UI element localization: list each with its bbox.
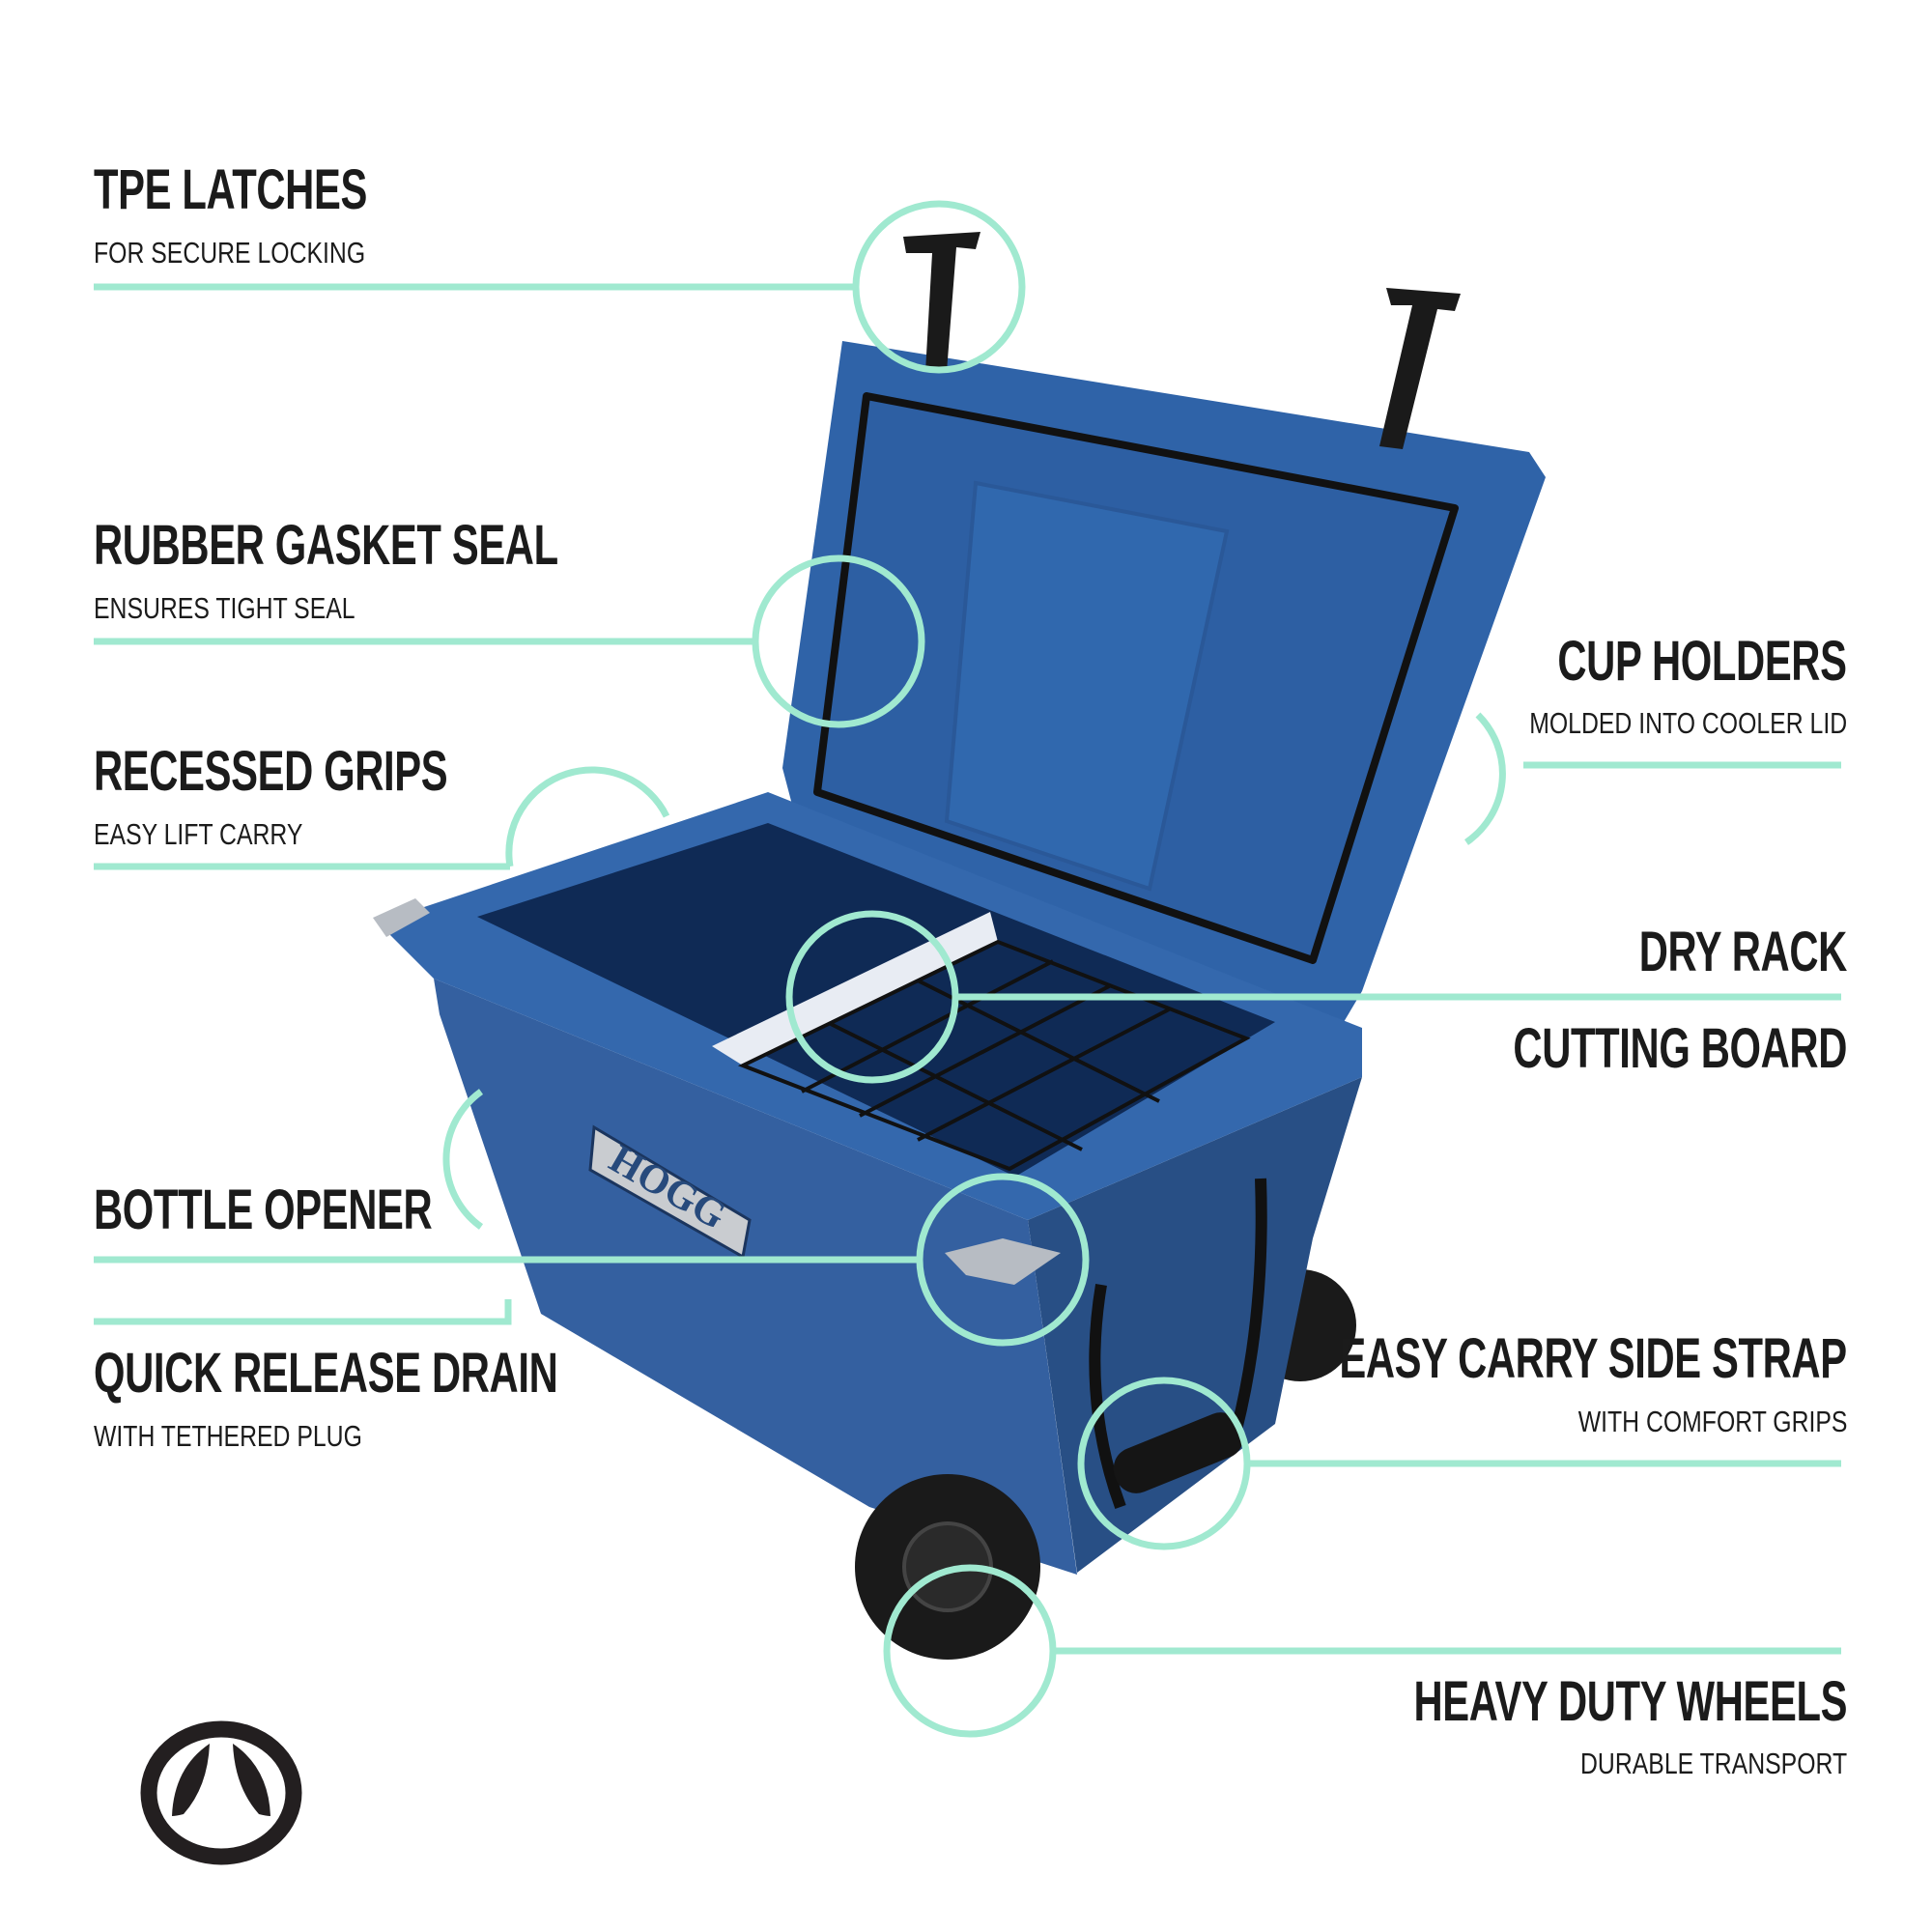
callout-circle-latches bbox=[852, 200, 1026, 374]
tpe-latches-subtitle: FOR SECURE LOCKING bbox=[94, 236, 366, 270]
cooler-side bbox=[1028, 1077, 1362, 1573]
grips-subtitle: EASY LIFT CARRY bbox=[94, 817, 303, 851]
callout-circle-gasket bbox=[752, 554, 925, 728]
tpe-latches-title: TPE LATCHES bbox=[94, 158, 367, 221]
callout-circles bbox=[442, 200, 1506, 1738]
callout-lines bbox=[94, 283, 1841, 1655]
side-strap-title: EASY CARRY SIDE STRAP bbox=[1339, 1327, 1848, 1390]
corner-bracket bbox=[373, 898, 430, 937]
drain-subtitle: WITH TETHERED PLUG bbox=[94, 1419, 362, 1453]
drain-title: QUICK RELEASE DRAIN bbox=[94, 1342, 558, 1405]
side-strap-subtitle: WITH COMFORT GRIPS bbox=[1577, 1405, 1847, 1438]
cup-holders-title: CUP HOLDERS bbox=[1557, 630, 1848, 693]
callout-line-drain bbox=[94, 1299, 512, 1325]
cutting-board-title: CUTTING BOARD bbox=[1513, 1017, 1847, 1080]
callout-circle-drain bbox=[442, 1089, 484, 1230]
callout-circle-grips bbox=[505, 766, 670, 867]
wheels-title: HEAVY DUTY WHEELS bbox=[1413, 1670, 1847, 1733]
dry-rack-title: DRY RACK bbox=[1638, 921, 1848, 983]
grips-title: RECESSED GRIPS bbox=[94, 740, 448, 803]
callout-circle-opener bbox=[916, 1173, 1090, 1347]
bottle-opener bbox=[945, 1238, 1061, 1285]
cutting-board bbox=[712, 912, 998, 1065]
latch-right bbox=[1379, 288, 1461, 449]
callout-circle-cupholders bbox=[1464, 712, 1506, 845]
strap-grip bbox=[1113, 1412, 1244, 1493]
hogg-circle-logo-icon bbox=[140, 1720, 302, 1865]
side-strap bbox=[1089, 1178, 1267, 1510]
gasket-subtitle: ENSURES TIGHT SEAL bbox=[94, 591, 355, 625]
gasket-title: RUBBER GASKET SEAL bbox=[94, 514, 558, 577]
latch-left bbox=[903, 232, 980, 372]
wheel-hub bbox=[902, 1521, 993, 1612]
callout-circle-strap bbox=[1077, 1377, 1251, 1550]
callout-circle-dryrack bbox=[785, 910, 959, 1084]
callout-circle-wheels bbox=[883, 1564, 1057, 1738]
wheels-subtitle: DURABLE TRANSPORT bbox=[1579, 1747, 1847, 1780]
lid-panel bbox=[944, 480, 1230, 892]
bottle-opener-title: BOTTLE OPENER bbox=[94, 1179, 433, 1241]
cup-holders-subtitle: MOLDED INTO COOLER LID bbox=[1529, 706, 1847, 740]
